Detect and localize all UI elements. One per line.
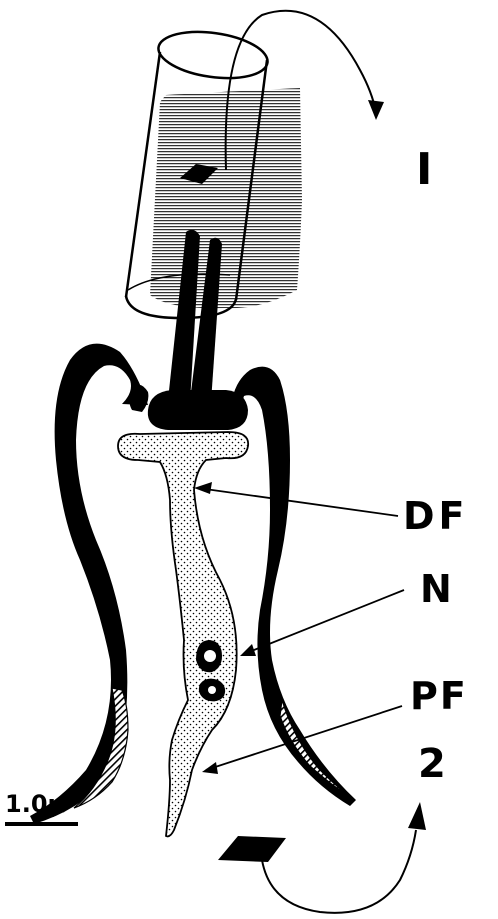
left-support	[30, 344, 148, 824]
label-one: I	[416, 148, 432, 192]
label-pf: PF	[410, 677, 468, 715]
arrow-lower	[262, 802, 426, 913]
label-two: 2	[418, 744, 446, 784]
stimulus-marker-lower	[218, 836, 286, 862]
pointer-df	[198, 488, 398, 516]
label-n: N	[420, 570, 452, 608]
right-support	[232, 367, 356, 806]
label-df: DF	[403, 497, 469, 535]
scale-label: 1.0μ	[5, 790, 65, 818]
scale-bar	[5, 822, 78, 826]
